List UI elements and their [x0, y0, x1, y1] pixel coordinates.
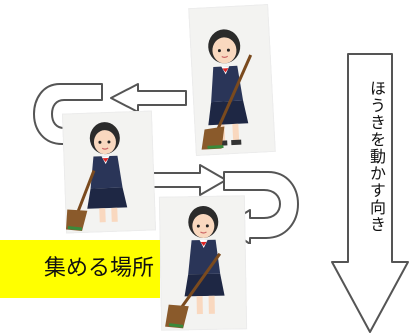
girl-sweeping-image-3 [158, 195, 248, 331]
gather-place-highlight [0, 240, 160, 298]
sweep-direction-label: ほうきを動かす向き [367, 80, 386, 233]
girl-sweeping-image-1 [188, 4, 276, 156]
right-arrow-middle [151, 164, 227, 196]
gather-place-label: 集める場所 [43, 256, 154, 281]
girl-sweeping-image-2 [61, 110, 157, 234]
sweep-direction-arrow [331, 53, 409, 333]
left-arrow-top [110, 83, 187, 113]
